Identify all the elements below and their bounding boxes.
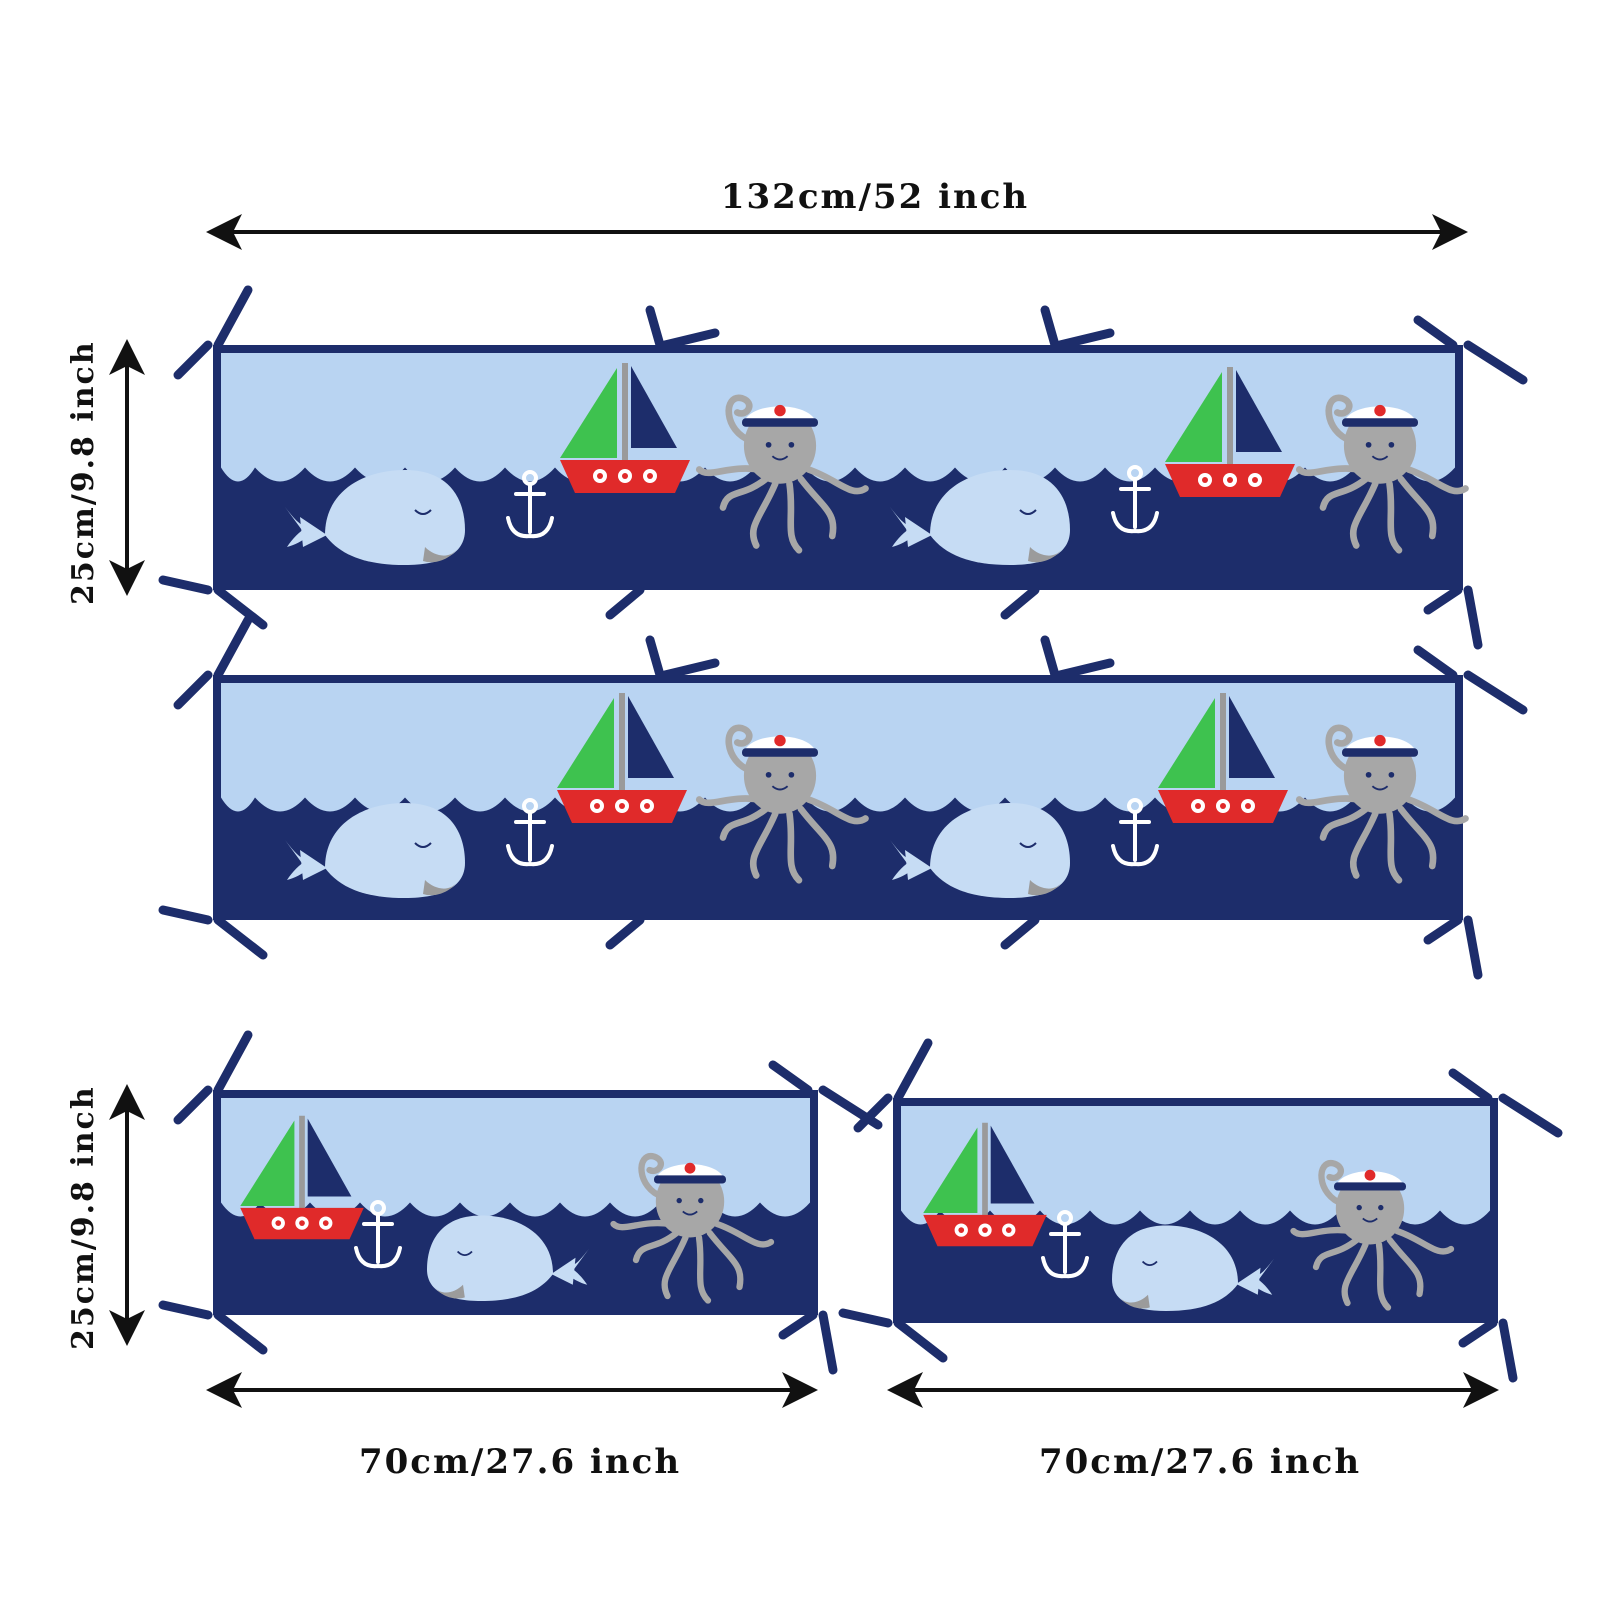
bottom-right-width-label: 70cm/27.6 inch [1038, 1442, 1362, 1482]
long-panel-1 [158, 285, 1528, 650]
long-panel-2 [158, 615, 1528, 980]
short-panel-left [158, 1030, 883, 1375]
left-height-label-bottom: 25cm/9.8 inch [66, 1085, 101, 1350]
short-panel-right [838, 1038, 1563, 1383]
top-width-label: 132cm/52 inch [720, 177, 1030, 217]
left-height-label-top: 25cm/9.8 inch [66, 340, 101, 605]
bottom-left-width-label: 70cm/27.6 inch [358, 1442, 682, 1482]
